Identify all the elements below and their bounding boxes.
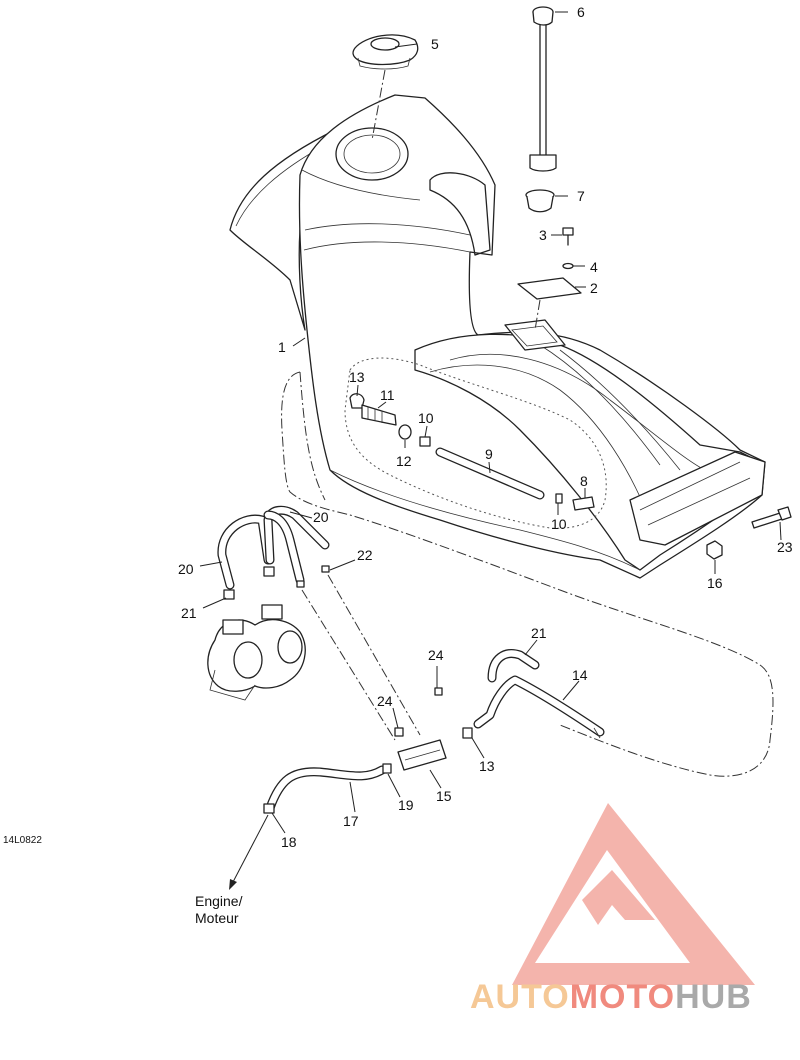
callout-labels: 1 2 3 4 5 6 7 8 9 10 10 11 12 13 13 14 1… [178,4,793,850]
carburetors [207,604,306,701]
vent-route-1 [301,589,396,741]
fuel-hose [473,675,605,739]
elbow-hose [487,649,540,683]
grommet [525,189,555,213]
callout-20-right: 20 [313,509,329,525]
callout-4: 4 [590,259,598,275]
figure-code: 14L0822 [3,835,42,846]
engine-label-line2: Moteur [195,910,239,926]
callout-17: 17 [343,813,359,829]
callout-24-upper: 24 [428,647,444,663]
watermark-auto: AUTO [470,978,570,1016]
vent-route-2 [327,574,421,736]
callout-19: 19 [398,797,414,813]
callout-22: 22 [357,547,373,563]
callout-10-lower: 10 [551,516,567,532]
leader-lines [199,11,782,834]
callout-3: 3 [539,227,547,243]
engine-direction-arrow [229,814,269,890]
shutoff-valve-assembly [349,393,595,511]
callout-12: 12 [396,453,412,469]
watermark-text: AUTOMOTOHUB [470,978,752,1016]
callout-16: 16 [707,575,723,591]
carb-vent-hoses [217,505,330,600]
washer [562,262,574,270]
callout-21-left: 21 [181,605,197,621]
engine-label-line1: Engine/ [195,893,243,909]
callout-6: 6 [577,4,585,20]
callout-5: 5 [431,36,439,52]
callout-18: 18 [281,834,297,850]
screw [562,227,574,246]
callout-23: 23 [777,539,793,555]
callout-10-upper: 10 [418,410,434,426]
callout-9: 9 [485,446,493,462]
engine-label: Engine/ Moteur [195,893,243,926]
callout-2: 2 [590,280,598,296]
cap-axis [371,69,386,141]
nut [706,540,723,560]
callout-8: 8 [580,473,588,489]
callout-11: 11 [380,387,395,403]
callout-13-upper: 13 [349,369,365,385]
watermark-hub: HUB [675,978,752,1016]
callout-24-lower: 24 [377,693,393,709]
watermark-moto: MOTO [570,978,675,1016]
callout-15: 15 [436,788,452,804]
plate-axis [534,299,541,331]
svg-text:AUTOMOTOHUB: AUTOMOTOHUB [470,978,752,1016]
hose-clamp [462,727,473,739]
watermark-logo [512,803,755,985]
callout-7: 7 [577,188,585,204]
routing-outline [281,371,774,777]
callout-14: 14 [572,667,588,683]
valve-group-outline [344,357,607,529]
bolt [751,506,792,529]
fuel-tank [229,94,766,579]
access-plate [517,277,582,300]
fuel-level-sender [529,6,557,172]
callout-20-left: 20 [178,561,194,577]
callout-1: 1 [278,339,286,355]
callout-21-right: 21 [531,625,547,641]
routing-outline-left [299,371,326,501]
engine-feed-hose [263,763,392,814]
fuel-pump [394,687,447,771]
fuel-cap [352,34,419,70]
callout-13-lower: 13 [479,758,495,774]
